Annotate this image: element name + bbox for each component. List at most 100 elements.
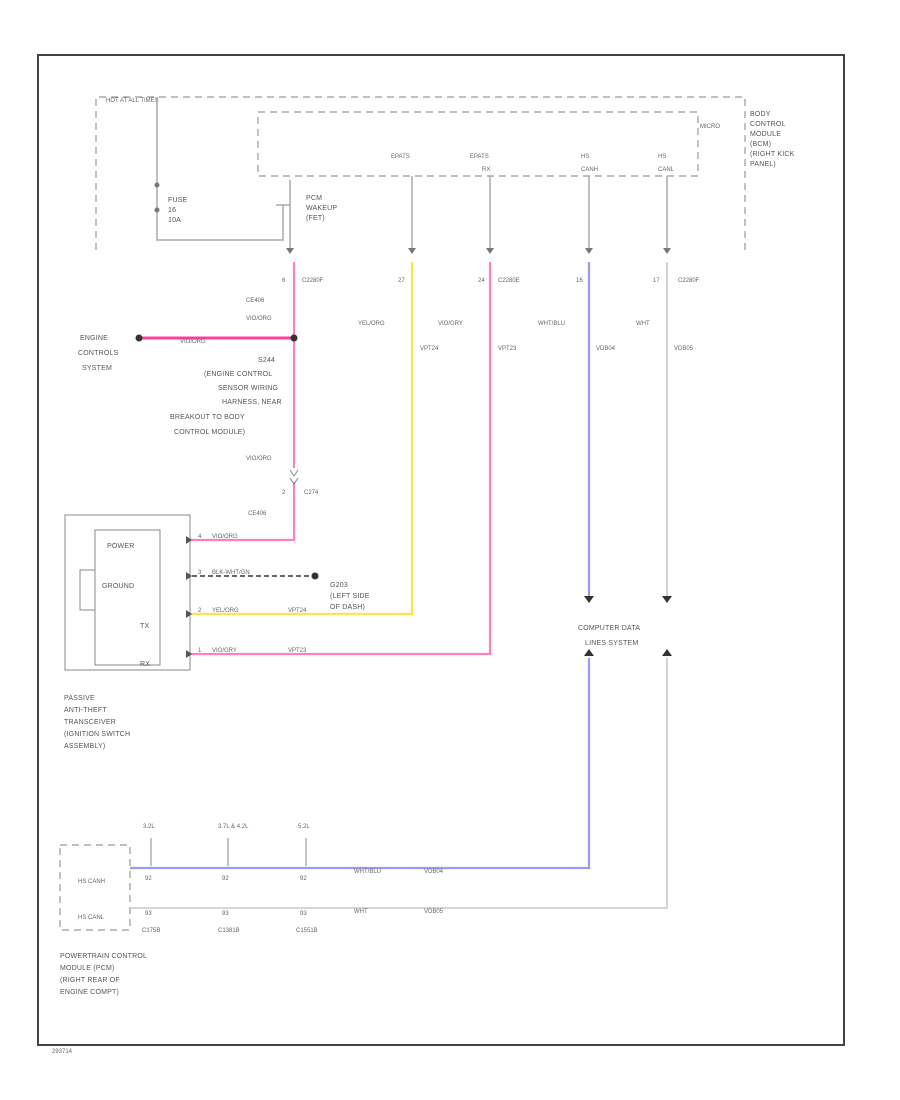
connector-c274: C274 — [304, 490, 319, 496]
wire-vio-org-engine: VIO/ORG — [180, 339, 206, 345]
svg-text:LINES SYSTEM: LINES SYSTEM — [585, 640, 638, 647]
diagram-frame — [37, 54, 845, 1046]
svg-text:PASSIVE: PASSIVE — [64, 695, 95, 702]
svg-text:93: 93 — [300, 911, 307, 917]
fuse-terminal-icon — [154, 182, 160, 188]
connector-c2280f-b: C2280F — [678, 278, 700, 284]
wire-vpt23-label: VPT23 — [498, 346, 517, 352]
svg-text:(LEFT SIDE: (LEFT SIDE — [330, 593, 370, 600]
pcm-hs-canl-label: HS CANL — [78, 915, 105, 921]
canh-arrow-icon — [584, 596, 594, 603]
svg-text:ANTI-THEFT: ANTI-THEFT — [64, 707, 107, 714]
ground-g203-label: G203 (LEFT SIDE OF DASH) — [330, 582, 370, 611]
svg-text:CANH: CANH — [581, 167, 598, 173]
pcm-hs-canh-label: HS CANH — [78, 879, 105, 885]
svg-text:(ENGINE CONTROL: (ENGINE CONTROL — [204, 371, 272, 378]
svg-text:BODY: BODY — [750, 111, 771, 118]
pcm-top-labels: 3.2L 3.7L & 4.2L 5.2L — [143, 824, 310, 830]
svg-text:5.2L: 5.2L — [298, 824, 310, 830]
pcm-wire-wht: WHT — [354, 909, 368, 915]
svg-text:3.7L & 4.2L: 3.7L & 4.2L — [218, 824, 249, 830]
svg-text:4: 4 — [198, 534, 202, 540]
svg-text:16: 16 — [168, 207, 176, 214]
pcm-pin-numbers: 92 92 92 93 93 93 — [145, 876, 307, 917]
hot-at-all-times-label: HOT AT ALL TIMES — [106, 98, 159, 104]
ground-g203-icon — [311, 572, 319, 580]
pin-17-label: 17 — [653, 278, 660, 284]
pats-pin-labels: POWER GROUND TX RX — [102, 543, 150, 668]
svg-text:SYSTEM: SYSTEM — [82, 365, 112, 372]
svg-text:POWER: POWER — [107, 543, 134, 550]
canl-wire-lower — [130, 658, 668, 909]
cdl-arrow-up-icon-2 — [662, 649, 672, 656]
svg-text:SENSOR WIRING: SENSOR WIRING — [218, 385, 278, 392]
pin-27-label: 27 — [398, 278, 405, 284]
pin-6-label: 6 — [282, 278, 286, 284]
canh-wire-lower — [130, 658, 591, 870]
svg-text:C1381B: C1381B — [218, 928, 240, 934]
connector-c2280e: C2280E — [498, 278, 520, 284]
svg-text:CONTROLS: CONTROLS — [78, 350, 119, 357]
bcm-micro-label: MICRO — [700, 124, 720, 130]
tx-wire — [190, 262, 414, 616]
engine-controls-arrow-icon — [135, 334, 143, 342]
fuse-terminal-icon — [154, 207, 160, 213]
bcm-module-label: BODY CONTROL MODULE (BCM) (RIGHT KICK PA… — [750, 111, 794, 168]
svg-text:MODULE (PCM): MODULE (PCM) — [60, 965, 115, 972]
pin-2-label: 2 — [282, 490, 286, 496]
splice-s244-dot — [290, 334, 298, 342]
svg-text:93: 93 — [145, 911, 152, 917]
svg-text:VIO/ORG: VIO/ORG — [212, 534, 238, 540]
rx-wire — [190, 262, 492, 656]
svg-text:93: 93 — [222, 911, 229, 917]
svg-text:(IGNITION SWITCH: (IGNITION SWITCH — [64, 731, 130, 738]
svg-text:92: 92 — [222, 876, 229, 882]
pcm-module-box — [59, 844, 131, 931]
pats-pin-markers — [186, 536, 192, 658]
wire-ce406-lower: CE406 — [248, 511, 267, 517]
pats-coil-icon — [79, 569, 95, 611]
svg-text:VIO/GRY: VIO/GRY — [212, 648, 237, 654]
svg-text:EPATS: EPATS — [470, 154, 489, 160]
svg-text:RX: RX — [140, 661, 150, 668]
connector-markers — [286, 248, 671, 254]
svg-text:S244: S244 — [258, 357, 275, 364]
svg-text:C1551B: C1551B — [296, 928, 318, 934]
svg-text:2: 2 — [198, 608, 202, 614]
svg-text:RX: RX — [482, 167, 490, 173]
wire-wht-blu-label: WHT/BLU — [538, 321, 565, 327]
svg-text:92: 92 — [145, 876, 152, 882]
svg-text:HS: HS — [581, 154, 589, 160]
fuse-circuit-wire — [156, 97, 284, 241]
pats-inner-box — [94, 529, 161, 666]
computer-data-lines-label: COMPUTER DATA LINES SYSTEM — [578, 625, 640, 647]
fuse-label: FUSE 16 10A — [168, 197, 188, 224]
pats-module-box — [64, 514, 191, 671]
pcm-connector-ticks — [150, 838, 307, 866]
connector-c274-icon — [289, 469, 299, 485]
splice-s244-label: S244 (ENGINE CONTROL SENSOR WIRING HARNE… — [170, 357, 282, 436]
svg-text:GROUND: GROUND — [102, 583, 134, 590]
footer-code: 293714 — [52, 1049, 73, 1055]
wire-vpt24-label: VPT24 — [420, 346, 439, 352]
svg-text:3.2L: 3.2L — [143, 824, 155, 830]
svg-text:1: 1 — [198, 648, 202, 654]
svg-text:C175B: C175B — [142, 928, 160, 934]
wire-vdb05-label: VDB05 — [674, 346, 694, 352]
svg-text:(FET): (FET) — [306, 215, 325, 222]
svg-text:TX: TX — [140, 623, 149, 630]
svg-text:COMPUTER DATA: COMPUTER DATA — [578, 625, 640, 632]
bcm-outer-box — [95, 96, 746, 250]
pcm-wire-vdb04: VDB04 — [424, 869, 444, 875]
svg-text:FUSE: FUSE — [168, 197, 188, 204]
svg-text:G203: G203 — [330, 582, 348, 589]
pats-pin-numbers: 4 3 2 1 — [198, 534, 202, 654]
svg-text:CANL: CANL — [658, 167, 675, 173]
canl-arrow-icon — [662, 596, 672, 603]
svg-text:BLK-WHT/GN: BLK-WHT/GN — [212, 570, 250, 576]
pcm-label: POWERTRAIN CONTROL MODULE (PCM) (RIGHT R… — [60, 953, 147, 996]
wire-vio-org-lower: VIO/ORG — [246, 456, 272, 462]
svg-text:VPT23: VPT23 — [288, 648, 307, 654]
